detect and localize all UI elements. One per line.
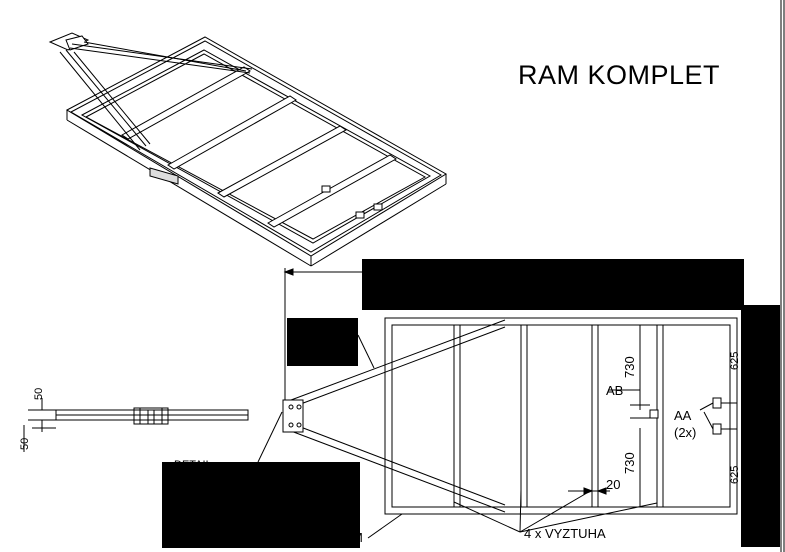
redaction-block-top bbox=[362, 259, 744, 310]
iso-drawbar bbox=[48, 32, 253, 185]
side-view bbox=[23, 398, 249, 452]
side-height-top-dim: 50 bbox=[33, 388, 45, 400]
redaction-block-bottom-left bbox=[162, 462, 360, 548]
side-height-bottom-dim: 50 bbox=[19, 438, 31, 450]
detail-ab-callout: AB bbox=[606, 383, 623, 398]
stiffener-callout: 4 x VYZTUHA bbox=[524, 526, 606, 541]
crossmember-upper-spacing-dim: 730 bbox=[622, 356, 637, 378]
isometric-view bbox=[48, 32, 447, 267]
detail-aa-callout: AA bbox=[674, 408, 692, 423]
plan-crossmembers bbox=[453, 325, 664, 507]
plan-drawbar bbox=[282, 319, 506, 513]
iso-crossmembers bbox=[121, 66, 397, 228]
redaction-block-left-label bbox=[287, 318, 358, 366]
profile-width-dim: 20 bbox=[606, 477, 620, 492]
redaction-block-right bbox=[741, 305, 780, 547]
right-edge-top-dim: 625 bbox=[729, 352, 741, 370]
crossmember-lower-spacing-dim: 730 bbox=[622, 452, 637, 474]
detail-aa-count: (2x) bbox=[674, 425, 696, 440]
drawing-title: RAM KOMPLET bbox=[518, 60, 721, 90]
sheet-border bbox=[780, 0, 785, 552]
plan-view bbox=[257, 268, 738, 539]
right-edge-bottom-dim: 625 bbox=[729, 466, 741, 484]
